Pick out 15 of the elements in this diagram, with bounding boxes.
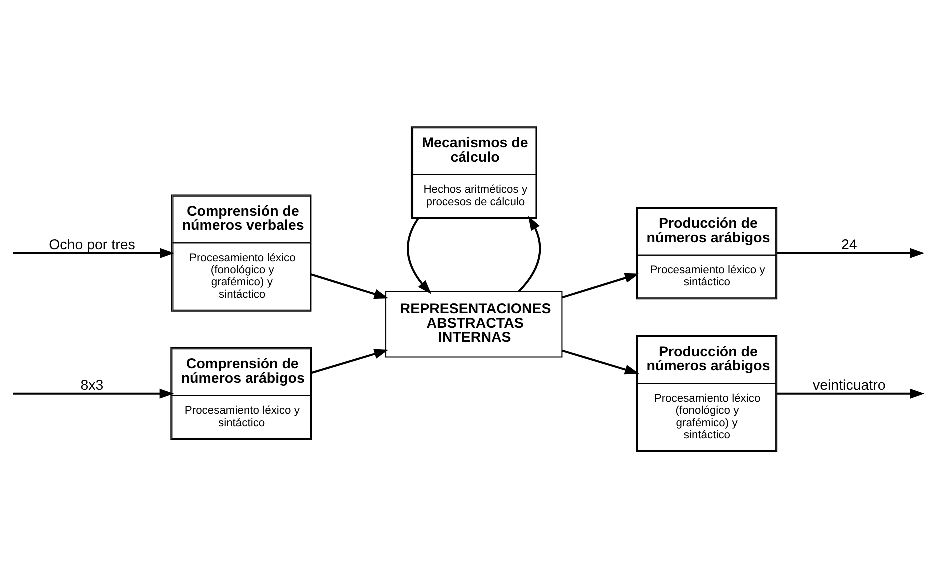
arrow	[777, 388, 925, 399]
edge-label: Ocho por tres	[49, 237, 136, 254]
arrow	[562, 273, 640, 299]
arrow	[311, 274, 389, 300]
arrow	[518, 216, 542, 293]
arrow	[562, 350, 640, 375]
edge-label: 8x3	[80, 378, 104, 394]
arrow	[312, 349, 389, 374]
edge-label: 24	[841, 237, 858, 254]
arrow	[407, 218, 432, 294]
arrow	[13, 388, 174, 399]
arrow	[777, 248, 925, 258]
arrow	[13, 248, 175, 258]
edge-label: veinticuatro	[812, 378, 886, 394]
node-box: REPRESENTACIONES ABSTRACTAS INTERNAS	[386, 292, 563, 358]
